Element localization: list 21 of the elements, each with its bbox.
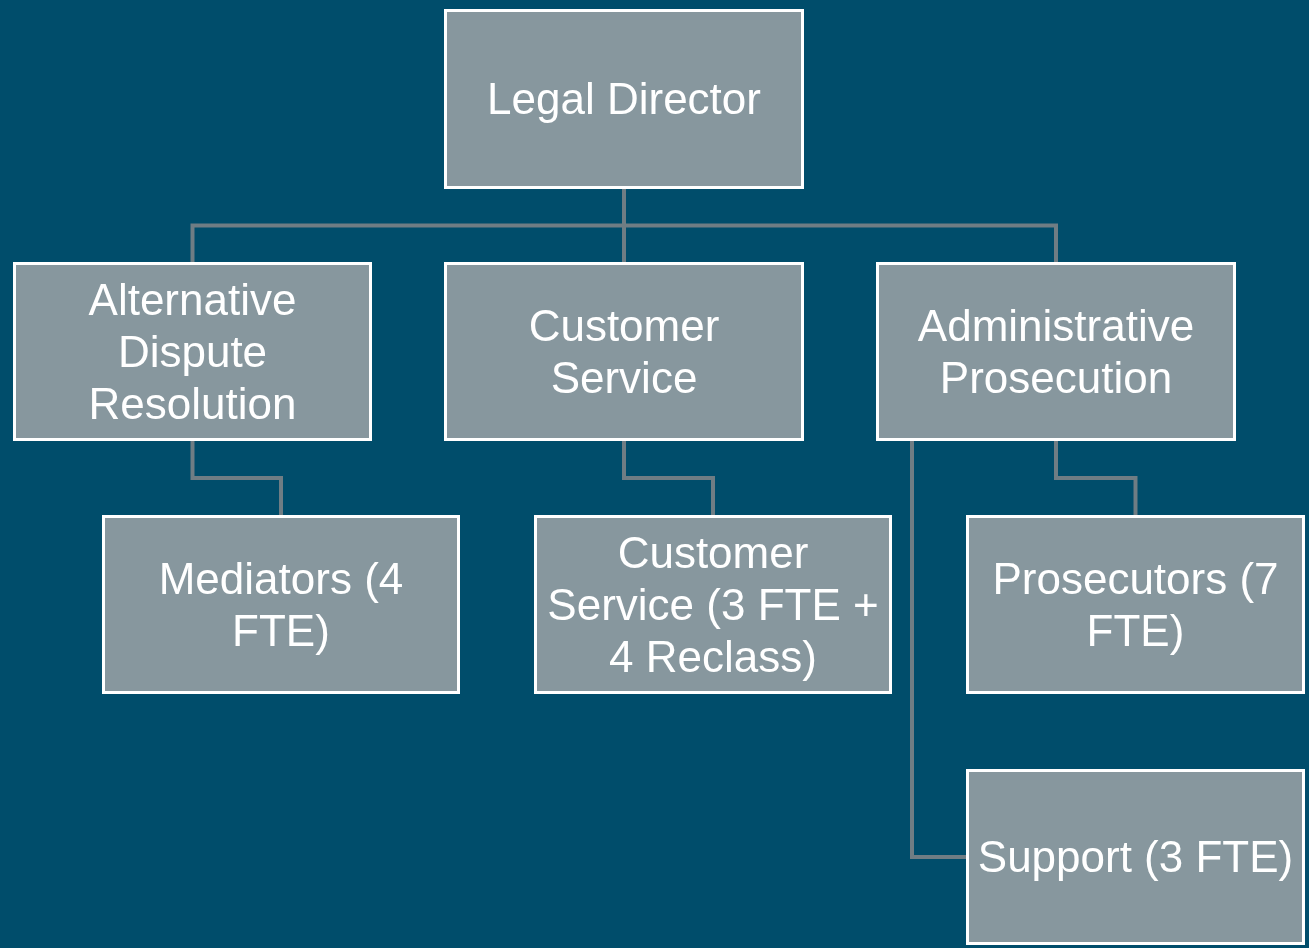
connector-line: [1054, 441, 1138, 515]
connector-line: [622, 189, 1058, 262]
connector-line: [622, 441, 715, 515]
org-box: [102, 515, 460, 694]
org-box: [966, 515, 1305, 694]
role-title: Alternative Dispute Resolution: [87, 273, 298, 430]
org-box: [534, 515, 892, 694]
org-box: [444, 262, 804, 441]
org-box: [444, 9, 804, 189]
role-title: Customer Service (3 FTE + 4 Reclass): [546, 526, 880, 683]
role-title: Prosecutors (7 FTE): [991, 552, 1280, 657]
connector-line: [910, 441, 966, 859]
org-box: [966, 769, 1305, 945]
role-title: Mediators (4 FTE): [157, 552, 405, 657]
role-title: Customer Service: [527, 299, 721, 404]
role-title: Legal Director: [487, 73, 761, 125]
connector-line: [190, 441, 283, 515]
org-box: [13, 262, 372, 441]
role-title: Support (3 FTE): [977, 831, 1294, 883]
role-title: Administrative Prosecution: [916, 299, 1196, 404]
org-box: [876, 262, 1236, 441]
